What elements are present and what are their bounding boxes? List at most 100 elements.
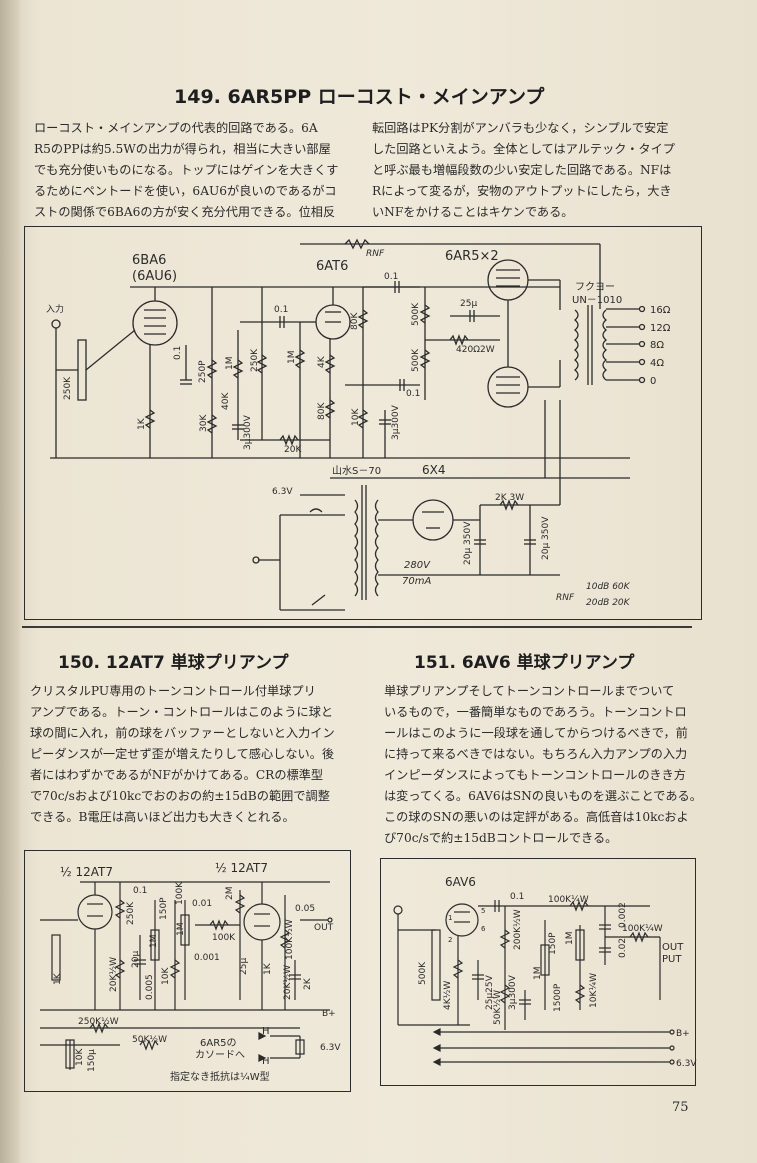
section-151-body: 単球プリアンプそしてトーンコントロールまでついて いるもので，一番簡単なものであ… <box>384 681 704 849</box>
text-line: インピーダンスによってもトーンコントロールのきき方 <box>384 768 686 782</box>
label-r2m: 2M <box>225 887 235 901</box>
label-rnf-10db: 10dB 60K <box>586 582 631 592</box>
ot-primary <box>573 309 579 381</box>
label-c150u: 150μ <box>87 1049 97 1072</box>
label-c3u: 3μ300V <box>508 974 518 1010</box>
label-pt: 山水S－70 <box>332 465 381 477</box>
label-half2: ½ 12AT7 <box>215 861 268 875</box>
label-heater-2: H <box>262 1056 270 1067</box>
text-line: は変ってくる。6AV6はSNの良いものを選ぶことである。 <box>384 789 702 803</box>
label-r40k: 40K <box>221 392 231 410</box>
page-number: 75 <box>672 1100 689 1115</box>
label-r200k: 200K½W <box>513 909 523 950</box>
label-c01b: 0.1 <box>274 305 288 315</box>
label-r80k-b: 80K <box>317 402 327 420</box>
schematic-149-frame <box>24 226 702 620</box>
label-put: PUT <box>662 954 682 965</box>
label-input: 入力 <box>46 303 64 315</box>
label-c005: 0.05 <box>295 904 315 914</box>
label-r80k-a: 80K <box>350 312 360 330</box>
label-r10k-b: 10K <box>75 1048 85 1066</box>
label-r500k-a: 500K <box>411 302 421 326</box>
label-c002: 0.02 <box>618 938 628 958</box>
section-150-title: 150. 12AT7 単球プリアンプ <box>58 653 289 673</box>
label-c25u: 25μ <box>460 299 477 309</box>
text-line: ストの関係で6BA6の方が安く充分代用できる。位相反 <box>34 205 336 219</box>
label-tube-6at6: 6AT6 <box>316 259 348 274</box>
label-c001-a: 0.01 <box>192 899 212 909</box>
label-r50k: 50K½W <box>493 990 503 1025</box>
label-c1500p: 1500P <box>553 983 563 1012</box>
label-c0005: 0.005 <box>145 974 155 1000</box>
label-r2k3w: 2K 3W <box>495 493 524 503</box>
label-r420: 420Ω2W <box>456 345 495 355</box>
label-tap-8: 8Ω <box>650 340 664 351</box>
text-line: 者にはわずかであるがNFがかけてある。CRの標準型 <box>30 768 324 782</box>
label-c250p: 250P <box>198 360 208 383</box>
label-heater: 6.3V <box>272 487 293 497</box>
label-c25u: 25μ <box>239 958 249 975</box>
text-line: ールはこのように一段球を通してからつけるべきで，前 <box>384 726 688 740</box>
label-c150p: 150P <box>159 897 169 920</box>
label-r50k-half: 50K½W <box>132 1035 167 1045</box>
label-rnf-table: RNF <box>556 593 575 603</box>
section-149-body-right: 転回路はPK分割がアンバラも少なく，シンプルで安定 した回路といえよう。全体とし… <box>372 118 712 223</box>
label-r10k: 10K <box>351 408 361 426</box>
text-line: アンプである。トーン・コントロールはこのように球と <box>30 705 334 719</box>
label-to-6ar5-2: カソードへ <box>195 1049 245 1061</box>
text-line: クリスタルPU専用のトーンコントロール付単球プリ <box>30 684 316 698</box>
text-line: 転回路はPK分割がアンバラも少なく，シンプルで安定 <box>372 121 669 135</box>
label-c01c: 0.1 <box>384 272 398 282</box>
label-tube-6au6: (6AU6) <box>132 269 177 284</box>
label-r100k-a: 100K <box>175 881 185 905</box>
label-heater-1: H <box>262 1026 270 1037</box>
label-note: 指定なき抵抗は¼W型 <box>170 1070 270 1083</box>
label-half1: ½ 12AT7 <box>60 865 113 879</box>
schematic-151-frame <box>380 858 696 1086</box>
label-r500k-b: 500K <box>411 348 421 372</box>
label-r100k-2w: 100K½W <box>285 919 295 960</box>
section-divider <box>22 626 692 628</box>
label-v63: 6.3V <box>676 1059 697 1069</box>
section-149-title: 149. 6AR5PP ローコスト・メインアンプ <box>174 86 545 108</box>
section-151-title: 151. 6AV6 単球プリアンプ <box>414 653 635 673</box>
label-r10k: 10K <box>161 967 171 985</box>
label-c01: 0.1 <box>510 892 524 902</box>
label-r2k: 2K <box>303 977 313 990</box>
pt-secondary <box>374 499 379 597</box>
label-tap-16: 16Ω <box>650 305 671 316</box>
label-bplus: B+ <box>322 1009 336 1019</box>
text-line: この球のSNの悪いのは定評がある。高低音は10kcおよ <box>384 810 689 824</box>
label-r1m-b: 1M <box>287 351 297 365</box>
label-c0002: 0.002 <box>618 902 628 928</box>
label-c01d: 0.1 <box>406 389 420 399</box>
label-r1k: 1K <box>137 417 147 430</box>
label-r1m-a: 1M <box>149 935 159 949</box>
label-r4k: 4K½W <box>443 981 453 1010</box>
label-pin-1: 1 <box>448 914 452 922</box>
label-r1k-a: 1K <box>53 972 63 985</box>
pt-primary <box>354 499 359 597</box>
text-line: で70c/sおよび10kcでおのおの約±15dBの範囲で調整 <box>30 789 330 803</box>
label-r1k-b: 1K <box>263 962 273 975</box>
label-r1m-b: 1M <box>176 923 186 937</box>
text-line: R5のPPは約5.5Wの出力が得られ，相当に大きい部屋 <box>34 142 331 156</box>
label-ot-model: UN－1010 <box>572 295 622 306</box>
label-rnf: RNF <box>366 249 385 259</box>
text-line: した回路といえよう。全体としてはアルテック・タイプ <box>372 142 675 156</box>
label-ot-maker: フクヨー <box>575 281 615 293</box>
label-c25u: 25μ25V <box>485 974 495 1010</box>
label-r100k-q: 100K¼W <box>548 895 589 905</box>
rnf-resistor <box>344 238 370 250</box>
label-tube-6ar5: 6AR5×2 <box>445 249 499 264</box>
text-line: 球の間に入れ，前の球をバッファーとしないと入力イン <box>30 726 335 740</box>
label-pin-5: 5 <box>481 907 485 915</box>
label-r4k: 4K <box>317 355 327 368</box>
label-out: OUT <box>314 923 334 933</box>
label-r10k: 10K¼W <box>589 973 599 1008</box>
text-line: できる。B電圧は高いほど出力も大きくとれる。 <box>30 810 295 824</box>
